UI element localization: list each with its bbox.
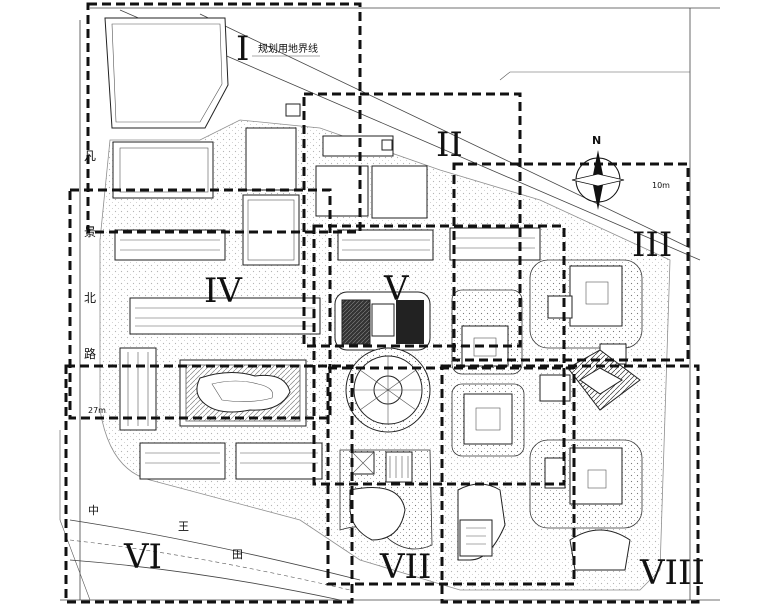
zone-viii-label: VIII [639, 553, 705, 593]
road-west-label: 凡 景 北 路 [84, 149, 96, 361]
buildings-zone-iii [529, 259, 643, 365]
zone-iv-label: IV [204, 271, 243, 311]
zone-viii-boundary [440, 364, 700, 604]
zone-v-label: V [383, 269, 410, 309]
sports-field [104, 17, 229, 129]
road-south-char-2: 王 [178, 520, 189, 533]
north-arrow-icon: N [571, 134, 625, 210]
road-south-char-3: 田 [232, 548, 243, 561]
zone-i-boundary [86, 2, 362, 234]
road-west-char-3: 北 [84, 291, 96, 305]
zone-boundaries [64, 2, 700, 604]
zone-vii-boundary [326, 366, 576, 586]
zone-vii-label: VII [379, 547, 431, 587]
zone-ii-label: II [436, 125, 463, 165]
boundary-annotation: 规划用地界线 [252, 42, 320, 57]
zone-labels: I II III IV V VI VII VIII [123, 29, 705, 593]
boundary-line-label: 规划用地界线 [258, 42, 318, 55]
road-south-char-1: 中 [88, 504, 99, 517]
zone-i-label: I [236, 29, 249, 69]
road-south-label: 中 王 田 [88, 504, 243, 561]
buildings-center-right [451, 289, 525, 561]
buildings-zone-vii [339, 449, 433, 550]
sports-complex [334, 291, 431, 433]
zone-iii-label: III [632, 225, 672, 265]
road-west-char-1: 凡 [84, 149, 96, 163]
scale-27m-label: 27m [88, 406, 106, 415]
zone-ii-boundary [302, 92, 522, 348]
zone-vi-label: VI [123, 537, 162, 577]
zone-vi-boundary [64, 364, 354, 604]
buildings-linear [114, 227, 541, 480]
zone-iii-boundary [452, 162, 690, 362]
road-west-char-4: 路 [84, 346, 96, 361]
scale-10m-label: 10m [652, 181, 670, 190]
road-west-char-2: 景 [84, 225, 96, 239]
north-label: N [592, 134, 601, 147]
central-garden [179, 359, 307, 427]
zone-iv-boundary [68, 188, 332, 420]
buildings-north [112, 103, 428, 266]
zone-v-boundary [312, 224, 566, 486]
